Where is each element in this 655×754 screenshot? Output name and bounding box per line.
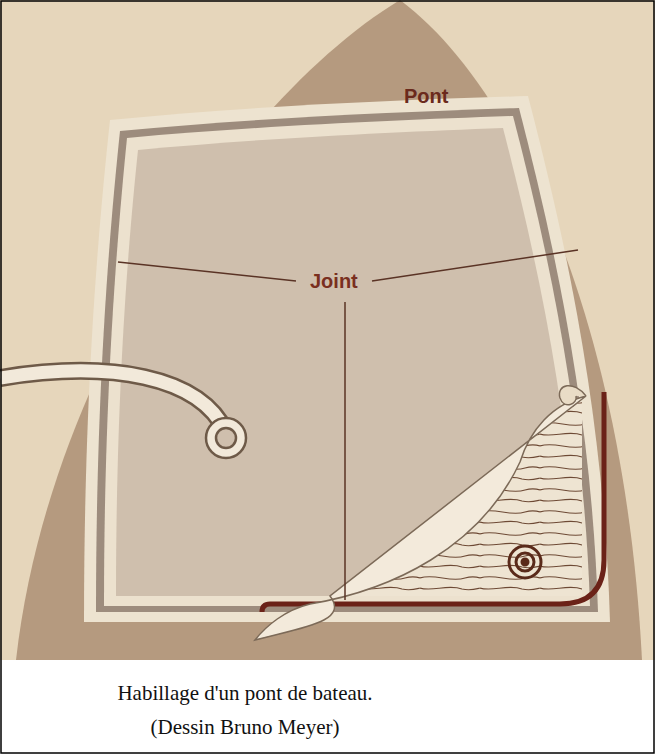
hose <box>0 371 226 432</box>
joint-groove <box>96 108 598 612</box>
figure-caption: Habillage d'un pont de bateau. (Dessin B… <box>85 676 405 744</box>
wood-knot <box>509 546 541 578</box>
part-label: Joint <box>307 270 361 293</box>
hose <box>0 371 226 432</box>
deck-shape <box>16 0 642 660</box>
panel-border <box>84 96 610 622</box>
leader-line <box>118 250 578 600</box>
joint-seal <box>262 604 270 612</box>
sheet-curl <box>559 386 586 405</box>
part-label: Pont <box>404 85 448 108</box>
joint-seal <box>270 392 604 604</box>
background <box>0 0 655 660</box>
hose-nozzle <box>206 418 246 458</box>
panel-border <box>104 116 590 606</box>
hose-nozzle <box>216 428 236 448</box>
peeled-sheet <box>255 396 586 640</box>
